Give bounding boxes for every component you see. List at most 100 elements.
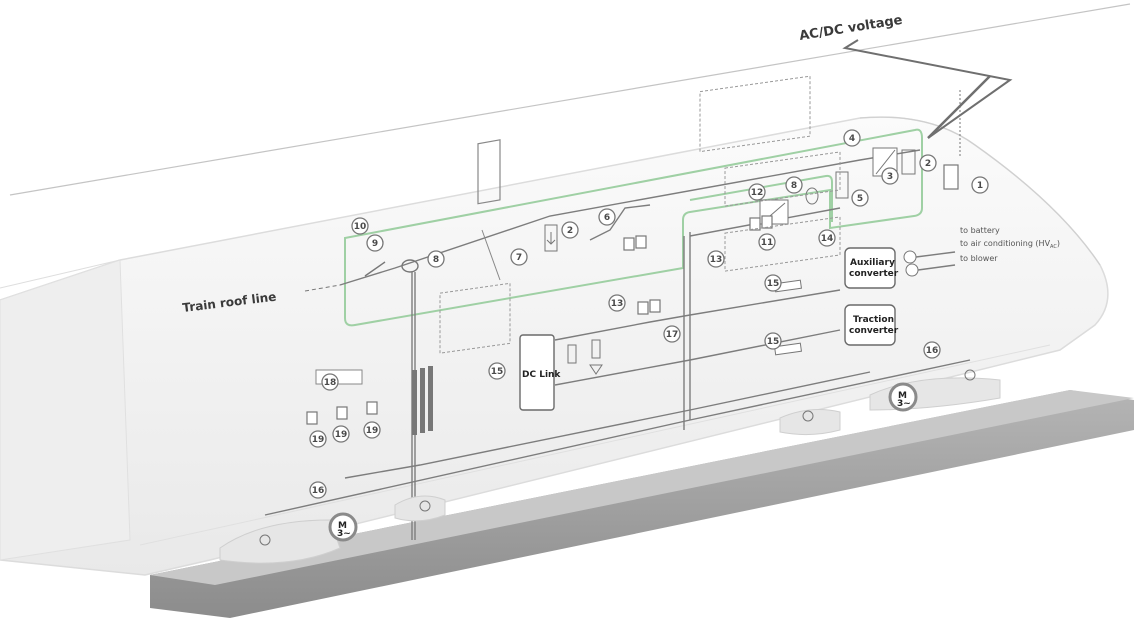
callout-circle-14 — [818, 229, 836, 247]
callout-circle-19 — [332, 425, 350, 443]
callout-circle-9 — [366, 234, 384, 252]
callout-number-1: 1 — [977, 181, 983, 191]
output-circle-2 — [905, 263, 919, 277]
train-nose-outline — [859, 116, 1101, 266]
roof-line-dash — [304, 284, 341, 292]
capacitor — [567, 344, 577, 364]
aux-group — [724, 151, 841, 207]
callout-circle-17 — [663, 325, 681, 343]
callout-number-7: 7 — [516, 253, 522, 263]
dc-bus-upper — [554, 289, 841, 341]
callout-circle-1 — [971, 176, 989, 194]
breaker-6 — [589, 204, 651, 241]
callout-number-8: 8 — [433, 255, 439, 265]
converter-3-diag — [875, 149, 896, 175]
main-transformer — [412, 366, 433, 435]
diode — [589, 364, 603, 375]
callout-circle-7 — [510, 248, 528, 266]
ground-symbols — [259, 369, 976, 546]
trac-resistor — [774, 342, 802, 356]
arrester-2a — [544, 224, 558, 252]
callout-circle-10 — [351, 217, 369, 235]
dc-link-box — [519, 334, 555, 411]
callout-number-15: 15 — [491, 367, 504, 377]
callout-number-15: 15 — [767, 279, 780, 289]
callout-circle-5 — [851, 189, 869, 207]
callout-circle-2 — [919, 154, 937, 172]
output-air-conditioning-text: to air conditioning (HV — [960, 239, 1051, 248]
lower-bus — [264, 359, 971, 516]
resistor — [591, 339, 601, 359]
motor-left-phase: 3~ — [337, 529, 351, 539]
callout-circle-15 — [488, 362, 506, 380]
callout-number-2: 2 — [925, 159, 931, 169]
callout-circle-4 — [843, 129, 861, 147]
auxiliary-converter-box — [844, 247, 896, 289]
key-icons-roof — [623, 164, 959, 315]
callout-number-2: 2 — [567, 226, 573, 236]
callout-circle-15 — [764, 332, 782, 350]
callout-circle-3 — [881, 167, 899, 185]
callout-number-6: 6 — [604, 213, 610, 223]
callout-circle-15 — [764, 274, 782, 292]
callout-circle-2 — [561, 221, 579, 239]
traction-converter-label-1: Traction — [853, 315, 894, 325]
bogie-left — [219, 519, 341, 564]
callout-circle-19 — [363, 421, 381, 439]
output-air-conditioning: to air conditioning (HVAC) — [960, 239, 1060, 250]
bogie-mid-left — [394, 495, 446, 522]
roof-equipment-frame-inner — [689, 174, 833, 222]
output-air-conditioning-sub: AC — [1050, 244, 1057, 250]
traction-converter-box — [844, 304, 896, 346]
motor-right: M 3~ — [888, 382, 918, 412]
callout-circle-16 — [923, 341, 941, 359]
trac-group — [724, 216, 841, 272]
motor-right-symbol: M — [898, 391, 907, 401]
output-wire-1 — [915, 251, 956, 258]
train-body-shade — [0, 259, 131, 561]
traction-converter-label-2: converter — [849, 326, 899, 336]
motor-right-phase: 3~ — [897, 399, 911, 409]
lower-bus-2 — [344, 371, 871, 479]
callout-number-13: 13 — [710, 255, 723, 265]
body-seam — [0, 259, 121, 289]
motor-left-symbol: M — [338, 521, 347, 531]
component-7-diag — [481, 229, 501, 281]
callout-number-12: 12 — [751, 188, 764, 198]
callout-number-19: 19 — [312, 435, 325, 445]
output-blower: to blower — [960, 254, 998, 263]
catenary-line — [9, 3, 1131, 196]
callout-circle-6 — [598, 208, 616, 226]
bogie-mid-right — [779, 409, 841, 436]
component-7 — [477, 139, 501, 205]
pantograph — [842, 39, 1013, 139]
callout-number-18: 18 — [324, 378, 337, 388]
callout-number-5: 5 — [857, 194, 863, 204]
callout-circle-13 — [707, 250, 725, 268]
callout-number-3: 3 — [887, 172, 893, 182]
callout-circle-12 — [748, 183, 766, 201]
callout-number-9: 9 — [372, 239, 378, 249]
current-sensor-8b — [805, 187, 819, 205]
switch-9 — [364, 261, 386, 277]
callout-number-10: 10 — [354, 222, 367, 232]
auxiliary-converter-label-1: Auxiliary — [850, 258, 895, 268]
callout-circle-16 — [309, 481, 327, 499]
callout-number-8: 8 — [791, 181, 797, 191]
roof-equipment-frame — [344, 128, 923, 327]
callout-circle-11 — [758, 233, 776, 251]
output-air-conditioning-end: ) — [1057, 239, 1060, 248]
arrester-5 — [835, 171, 849, 199]
callout-number-15: 15 — [767, 337, 780, 347]
callout-number-17: 17 — [666, 330, 679, 340]
output-battery: to battery — [960, 226, 1000, 235]
pantograph-arm — [927, 75, 991, 139]
arrester-2a-arrow — [546, 232, 556, 245]
callout-number-16: 16 — [926, 346, 939, 356]
output-wire-2 — [917, 264, 956, 271]
dc-link-label: DC Link — [522, 370, 561, 380]
group-14 — [699, 75, 811, 153]
